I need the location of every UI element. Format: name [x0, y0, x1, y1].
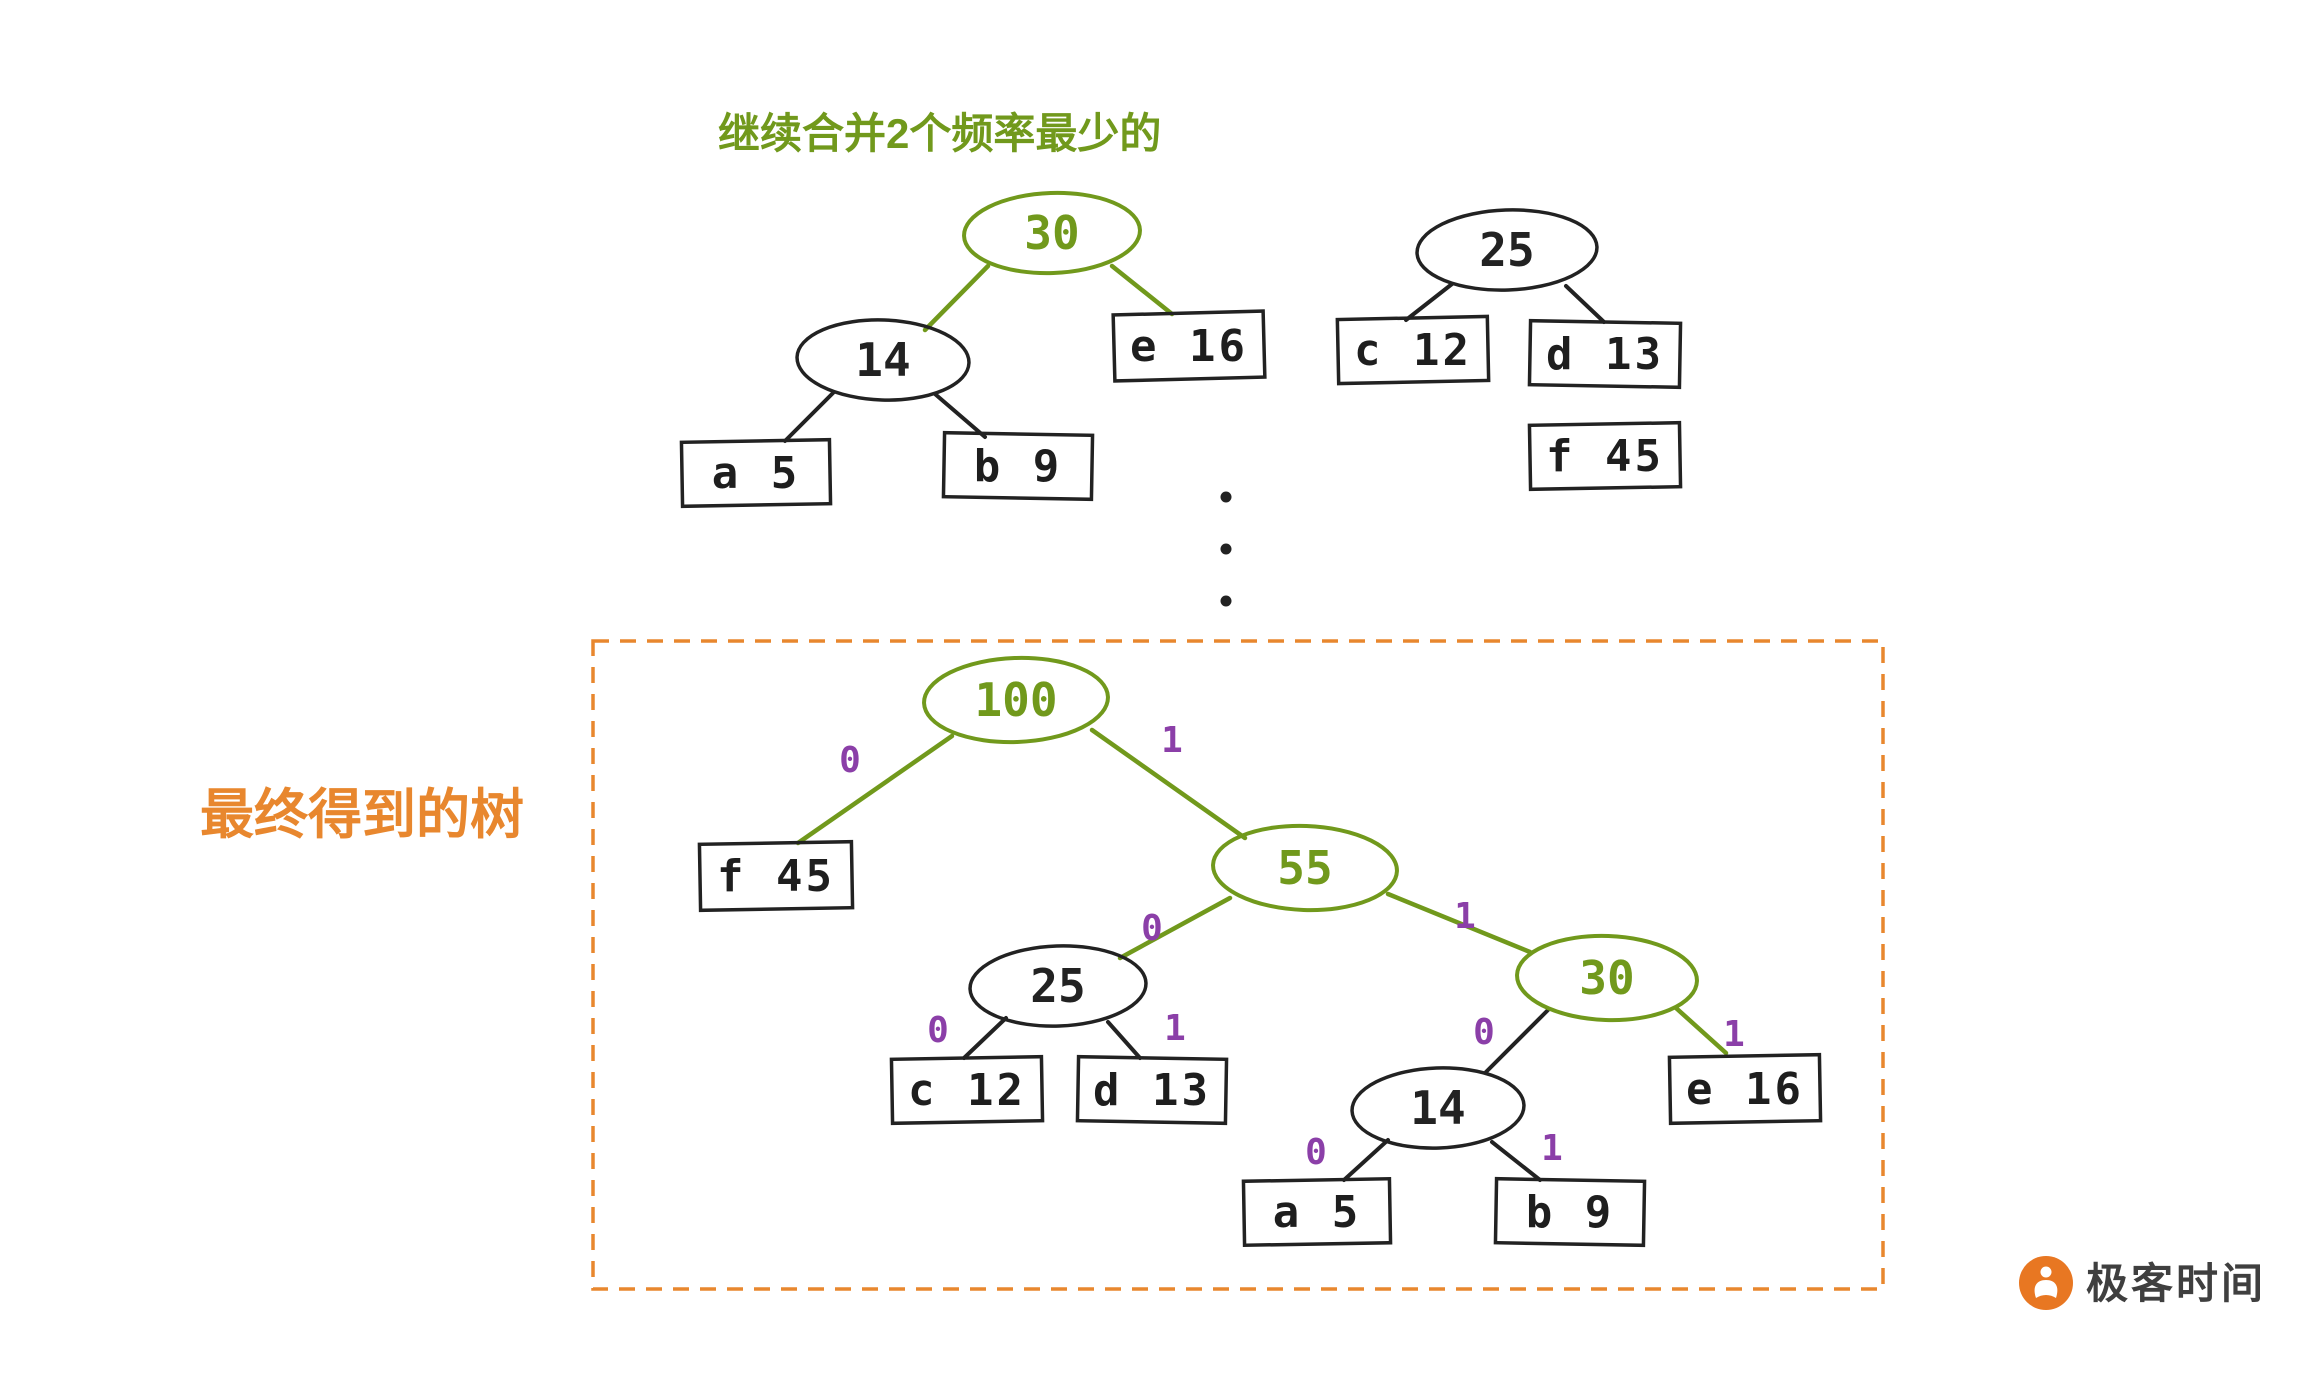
final-leaf-f45-label: f 45: [717, 851, 835, 902]
final-leaf-f45-box: [697, 839, 855, 913]
bit-25-right: 1: [1164, 1008, 1186, 1049]
bit-30-left: 0: [1473, 1012, 1495, 1053]
edge-25b-d13: [1106, 1020, 1142, 1060]
edge-100-55: [1089, 727, 1248, 841]
edge-25b-c12: [962, 1016, 1008, 1060]
node-25b-ellipse: [968, 944, 1148, 1028]
dot-3: [1220, 595, 1232, 607]
bit-14-left: 0: [1305, 1132, 1327, 1173]
final-leaf-c12-label: c 12: [908, 1065, 1026, 1116]
leaf-c12-box: [1335, 314, 1491, 386]
final-leaf-d13-box: [1075, 1054, 1229, 1126]
node-30b-ellipse: [1515, 933, 1699, 1023]
bit-30-right: 1: [1723, 1014, 1745, 1055]
top-title: 继续合并2个频率最少的: [718, 110, 1161, 157]
logo-glyph-dot: [2040, 1266, 2052, 1278]
node-30-ellipse: [962, 190, 1142, 276]
dot-2: [1220, 543, 1232, 555]
leaf-a5-box: [679, 437, 833, 509]
node-100-label: 100: [974, 673, 1057, 727]
logo-text: 极客时间: [2086, 1260, 2266, 1307]
edge-30b-e16: [1673, 1005, 1729, 1056]
node-14b-ellipse: [1350, 1066, 1526, 1150]
leaf-d13-label: d 13: [1546, 329, 1664, 380]
node-14-ellipse: [795, 318, 971, 402]
edge-100-f45: [795, 733, 955, 846]
bit-55-right: 1: [1454, 896, 1476, 937]
bit-14-right: 1: [1541, 1128, 1563, 1169]
top-merged-tree: 30 14 e 16 a 5 b 9: [679, 190, 1267, 509]
final-leaf-e16-label: e 16: [1686, 1064, 1804, 1115]
bit-100-right: 1: [1161, 720, 1183, 761]
node-100-ellipse: [922, 655, 1110, 745]
node-25-ellipse: [1415, 208, 1599, 292]
bit-25-left: 0: [927, 1010, 949, 1051]
leaf-b9-box: [941, 430, 1095, 502]
node-25-label: 25: [1479, 223, 1534, 277]
leaf-d13-box: [1527, 318, 1683, 390]
edge-30b-14: [1484, 1008, 1550, 1074]
top-right-tree: 25 c 12 d 13 f 45: [1335, 208, 1683, 492]
final-leaf-a5-label: a 5: [1273, 1187, 1361, 1238]
edge-55-25: [1117, 895, 1233, 961]
final-tree: 100 0 1 f 45 55 0 1 25 0 1 c 12 d 13: [697, 655, 1823, 1248]
edge-25-c12: [1404, 282, 1454, 322]
leaf-e16-box: [1111, 309, 1267, 383]
edge-14-a5: [783, 391, 835, 443]
node-14-label: 14: [855, 333, 910, 387]
bit-100-left: 0: [839, 740, 861, 781]
final-leaf-d13-label: d 13: [1093, 1065, 1211, 1116]
final-tree-dashed-frame: [591, 639, 1885, 1291]
node-14b-label: 14: [1410, 1081, 1465, 1135]
final-leaf-b9-label: b 9: [1526, 1187, 1614, 1238]
edge-25-d13: [1564, 284, 1606, 324]
node-55-ellipse: [1211, 823, 1399, 913]
edge-14b-b9: [1490, 1140, 1542, 1182]
bit-55-left: 0: [1141, 908, 1163, 949]
node-55-label: 55: [1277, 841, 1332, 895]
leaf-e16-label: e 16: [1130, 321, 1248, 372]
final-leaf-b9-box: [1493, 1176, 1647, 1248]
edge-14-b9: [933, 392, 987, 439]
node-30-label: 30: [1024, 206, 1079, 260]
geektime-logo: 极客时间: [2019, 1256, 2266, 1310]
logo-glyph-body: [2034, 1280, 2058, 1298]
final-leaf-c12-box: [889, 1054, 1045, 1126]
leaf-c12-label: c 12: [1354, 325, 1472, 376]
edge-14b-a5: [1342, 1138, 1390, 1182]
edge-30-e16: [1109, 263, 1175, 317]
dot-1: [1220, 491, 1232, 503]
final-tree-caption: 最终得到的树: [200, 785, 524, 845]
leaf-f45-box: [1527, 420, 1683, 492]
edge-55-30: [1385, 891, 1533, 955]
final-leaf-a5-box: [1241, 1176, 1393, 1248]
leaf-a5-label: a 5: [712, 448, 800, 499]
leaf-b9-label: b 9: [974, 441, 1062, 492]
leaf-f45-label: f 45: [1546, 431, 1664, 482]
geektime-logo-icon: [2019, 1256, 2073, 1310]
vertical-dots-icon: [1220, 491, 1232, 607]
node-25b-label: 25: [1030, 959, 1085, 1013]
node-30b-label: 30: [1579, 951, 1634, 1005]
final-leaf-e16-box: [1667, 1052, 1823, 1126]
edge-30-14: [922, 263, 991, 333]
